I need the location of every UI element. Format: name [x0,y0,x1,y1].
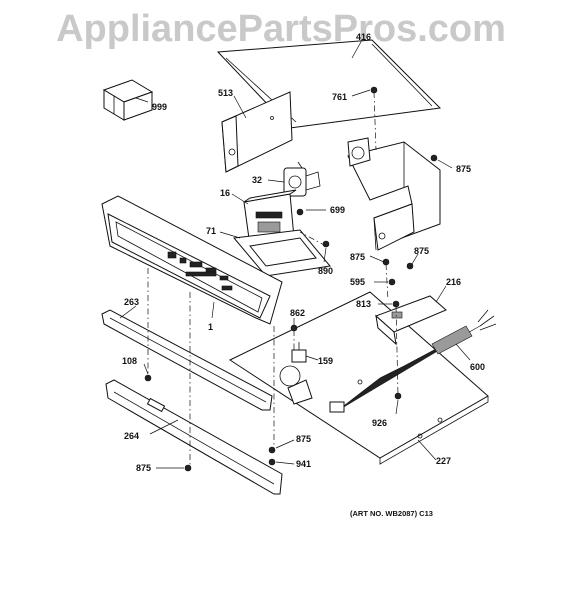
label-227: 227 [436,456,451,466]
housing-right [347,137,441,251]
label-875-top: 875 [456,164,471,174]
control-panel [101,195,283,325]
label-890: 890 [318,266,333,276]
art-number: (ART NO. WB2087) C13 [350,509,433,518]
watermark: AppliancePartsPros.com [56,8,506,50]
label-761: 761 [332,92,347,102]
label-1: 1 [208,322,213,332]
label-108: 108 [122,356,137,366]
clip-595 [388,278,396,286]
bottom-trim [101,309,273,411]
label-263: 263 [124,297,139,307]
screw-699 [296,208,304,216]
kick-panel [105,379,283,495]
washer-941 [268,458,276,466]
label-862: 862 [290,308,305,318]
screw-890 [322,240,330,248]
label-875-bottom: 875 [136,463,151,473]
screw-875a [430,154,438,162]
label-71: 71 [206,226,216,236]
label-999: 999 [152,102,167,112]
leader-lines [119,39,471,469]
mounting-plate [233,229,331,277]
bottom-tray [228,291,489,465]
label-595: 595 [350,277,365,287]
label-600: 600 [470,362,485,372]
screw-875d [268,446,276,454]
callout-labels: 416 999 513 761 875 32 16 699 71 890 875… [122,32,485,473]
screw-875e [184,464,192,472]
label-216: 216 [446,277,461,287]
terminal-block [375,295,447,346]
side-panel-left [221,91,293,173]
parts-box-icon [102,79,154,121]
label-159: 159 [318,356,333,366]
screw-875c [406,262,414,270]
label-875-lower: 875 [296,434,311,444]
label-875-mid-right: 875 [414,246,429,256]
screws [144,86,438,472]
label-926: 926 [372,418,387,428]
label-875-mid-left: 875 [350,252,365,262]
label-513: 513 [218,88,233,98]
label-16: 16 [220,188,230,198]
display-keypad [167,251,233,291]
label-32: 32 [252,175,262,185]
label-941: 941 [296,459,311,469]
label-264: 264 [124,431,139,441]
wire-harness [329,309,497,413]
label-699: 699 [330,205,345,215]
label-813: 813 [356,299,371,309]
label-416: 416 [356,32,371,42]
